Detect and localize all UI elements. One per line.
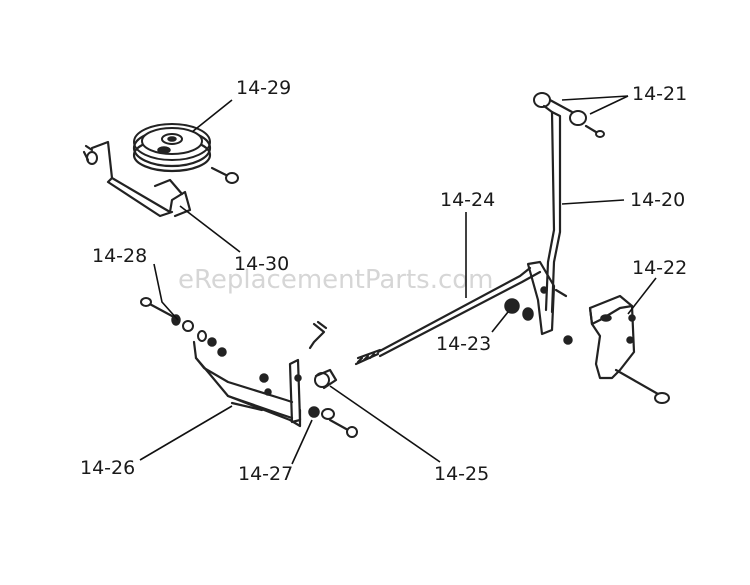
leader-14-21b xyxy=(589,95,629,115)
leader-14-26 xyxy=(139,405,233,461)
label-14-23: 14-23 xyxy=(436,333,491,355)
mount-bracket xyxy=(588,294,670,404)
label-14-22: 14-22 xyxy=(632,257,687,279)
leader-14-21 xyxy=(561,95,629,101)
label-14-30: 14-30 xyxy=(234,253,289,275)
label-14-21: 14-21 xyxy=(632,83,687,105)
leader-14-25 xyxy=(329,385,441,463)
pulley-assembly xyxy=(82,123,239,218)
leader-14-23 xyxy=(491,311,509,333)
label-14-29: 14-29 xyxy=(236,77,291,99)
lower-lever-assembly xyxy=(140,297,358,438)
watermark: eReplacementParts.com xyxy=(178,265,494,295)
leader-14-20 xyxy=(561,199,625,205)
leader-14-22 xyxy=(627,277,657,315)
label-14-25: 14-25 xyxy=(434,463,489,485)
leader-14-28 xyxy=(153,263,179,321)
leader-14-27 xyxy=(291,419,313,465)
label-14-20: 14-20 xyxy=(630,189,685,211)
label-14-27: 14-27 xyxy=(238,463,293,485)
label-14-24: 14-24 xyxy=(440,189,495,211)
upright-lever xyxy=(526,92,605,336)
leader-14-29 xyxy=(191,99,233,133)
leader-14-30 xyxy=(179,205,241,253)
label-14-26: 14-26 xyxy=(80,457,135,479)
nut-set xyxy=(504,298,573,345)
control-rod xyxy=(314,266,542,390)
label-14-28: 14-28 xyxy=(92,245,147,267)
